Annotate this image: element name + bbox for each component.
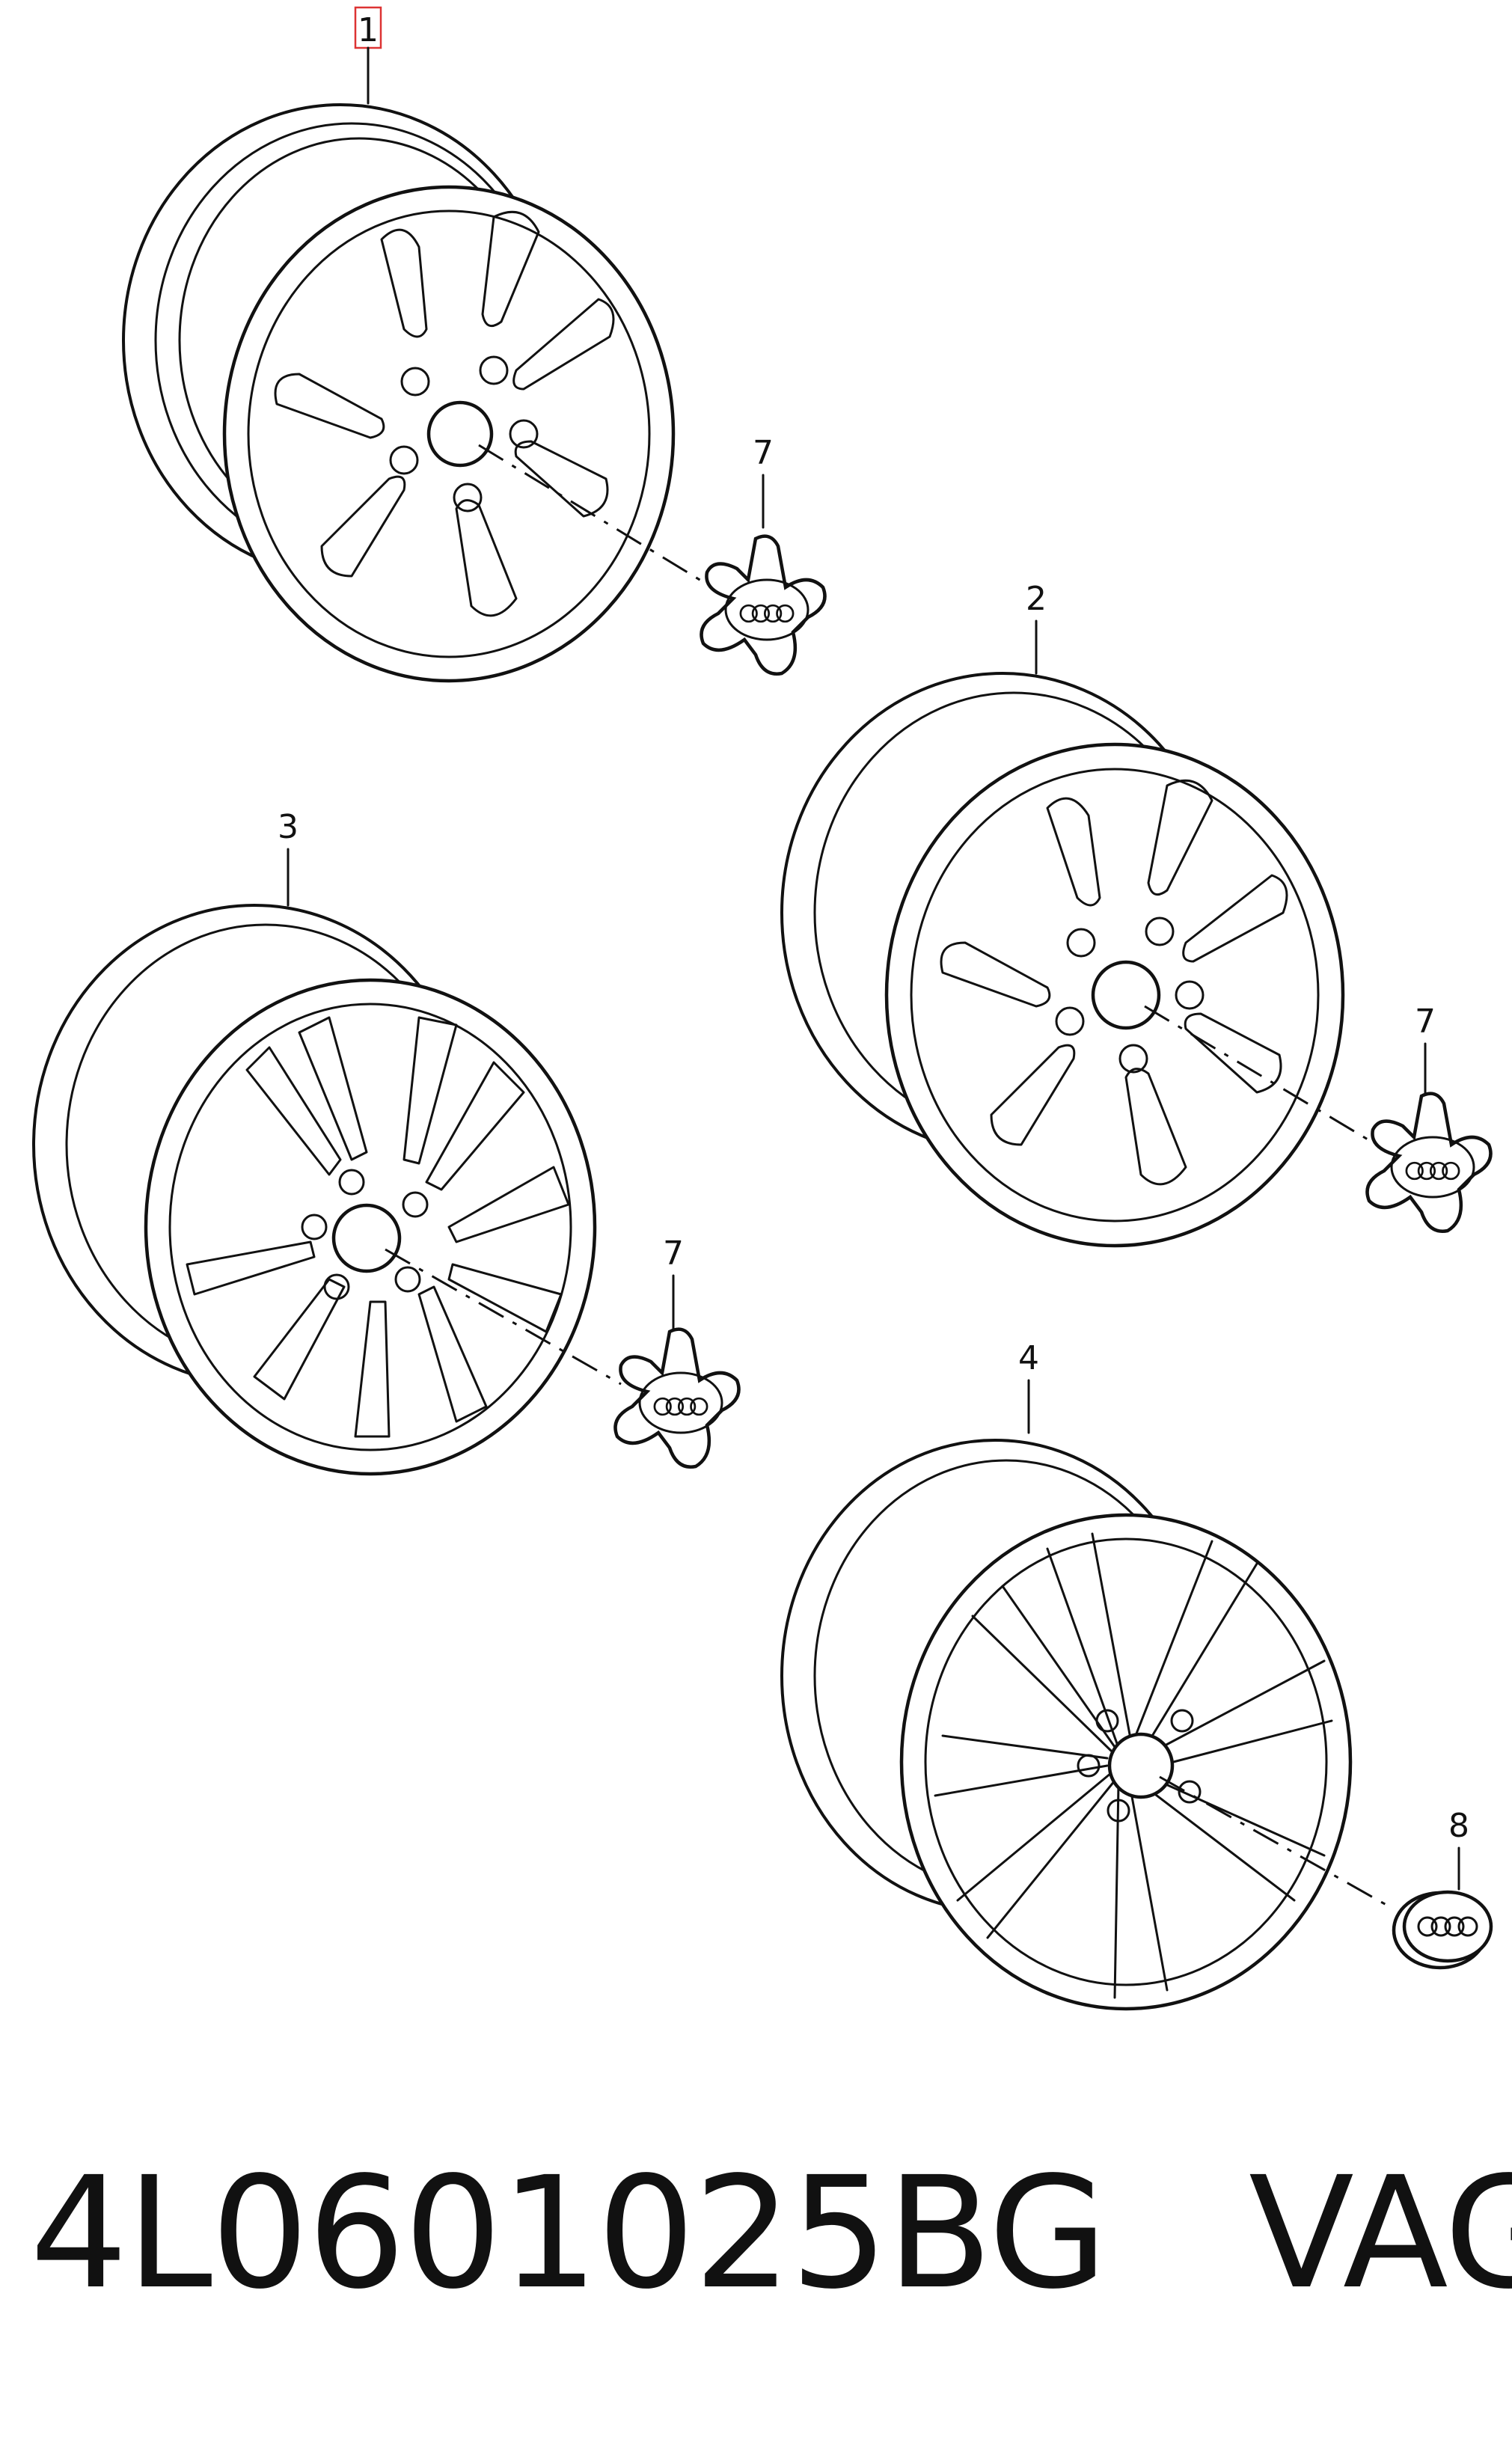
callout-8: 8	[1448, 1807, 1469, 1845]
footer-gap	[1107, 2143, 1249, 2323]
callout-7-mid: 7	[663, 1234, 684, 1273]
center-cap-icon	[613, 1327, 741, 1469]
brand-label: VAG	[1249, 2143, 1512, 2323]
wheel-4: 4	[780, 1339, 1392, 2011]
center-cap-icon	[1392, 1890, 1493, 1970]
callout-3: 3	[278, 808, 299, 846]
callout-7-right: 7	[1415, 1003, 1436, 1041]
center-cap-7-right: 7	[1365, 1003, 1493, 1233]
wheel-1: 1	[122, 6, 719, 683]
center-cap-icon	[1365, 1092, 1493, 1233]
alloy-wheel-icon	[780, 672, 1345, 1248]
alloy-wheel-icon	[122, 103, 676, 683]
wheel-3: 3	[32, 808, 622, 1476]
alloy-wheel-icon	[32, 904, 597, 1476]
center-cap-icon	[700, 534, 827, 676]
callout-2: 2	[1026, 580, 1047, 618]
alloy-wheel-icon	[780, 1439, 1353, 2011]
callout-7-top: 7	[753, 434, 774, 472]
center-cap-7-mid: 7	[613, 1234, 741, 1469]
wheel-2: 2	[780, 580, 1377, 1248]
center-cap-7-top: 7	[700, 434, 827, 676]
part-number: 4L0601025BG	[30, 2143, 1108, 2323]
center-cap-8: 8	[1392, 1807, 1493, 1970]
part-number-footer: 4L0601025BG VAG	[30, 2147, 1512, 2319]
callout-1: 1	[358, 11, 379, 49]
callout-4: 4	[1018, 1339, 1039, 1377]
